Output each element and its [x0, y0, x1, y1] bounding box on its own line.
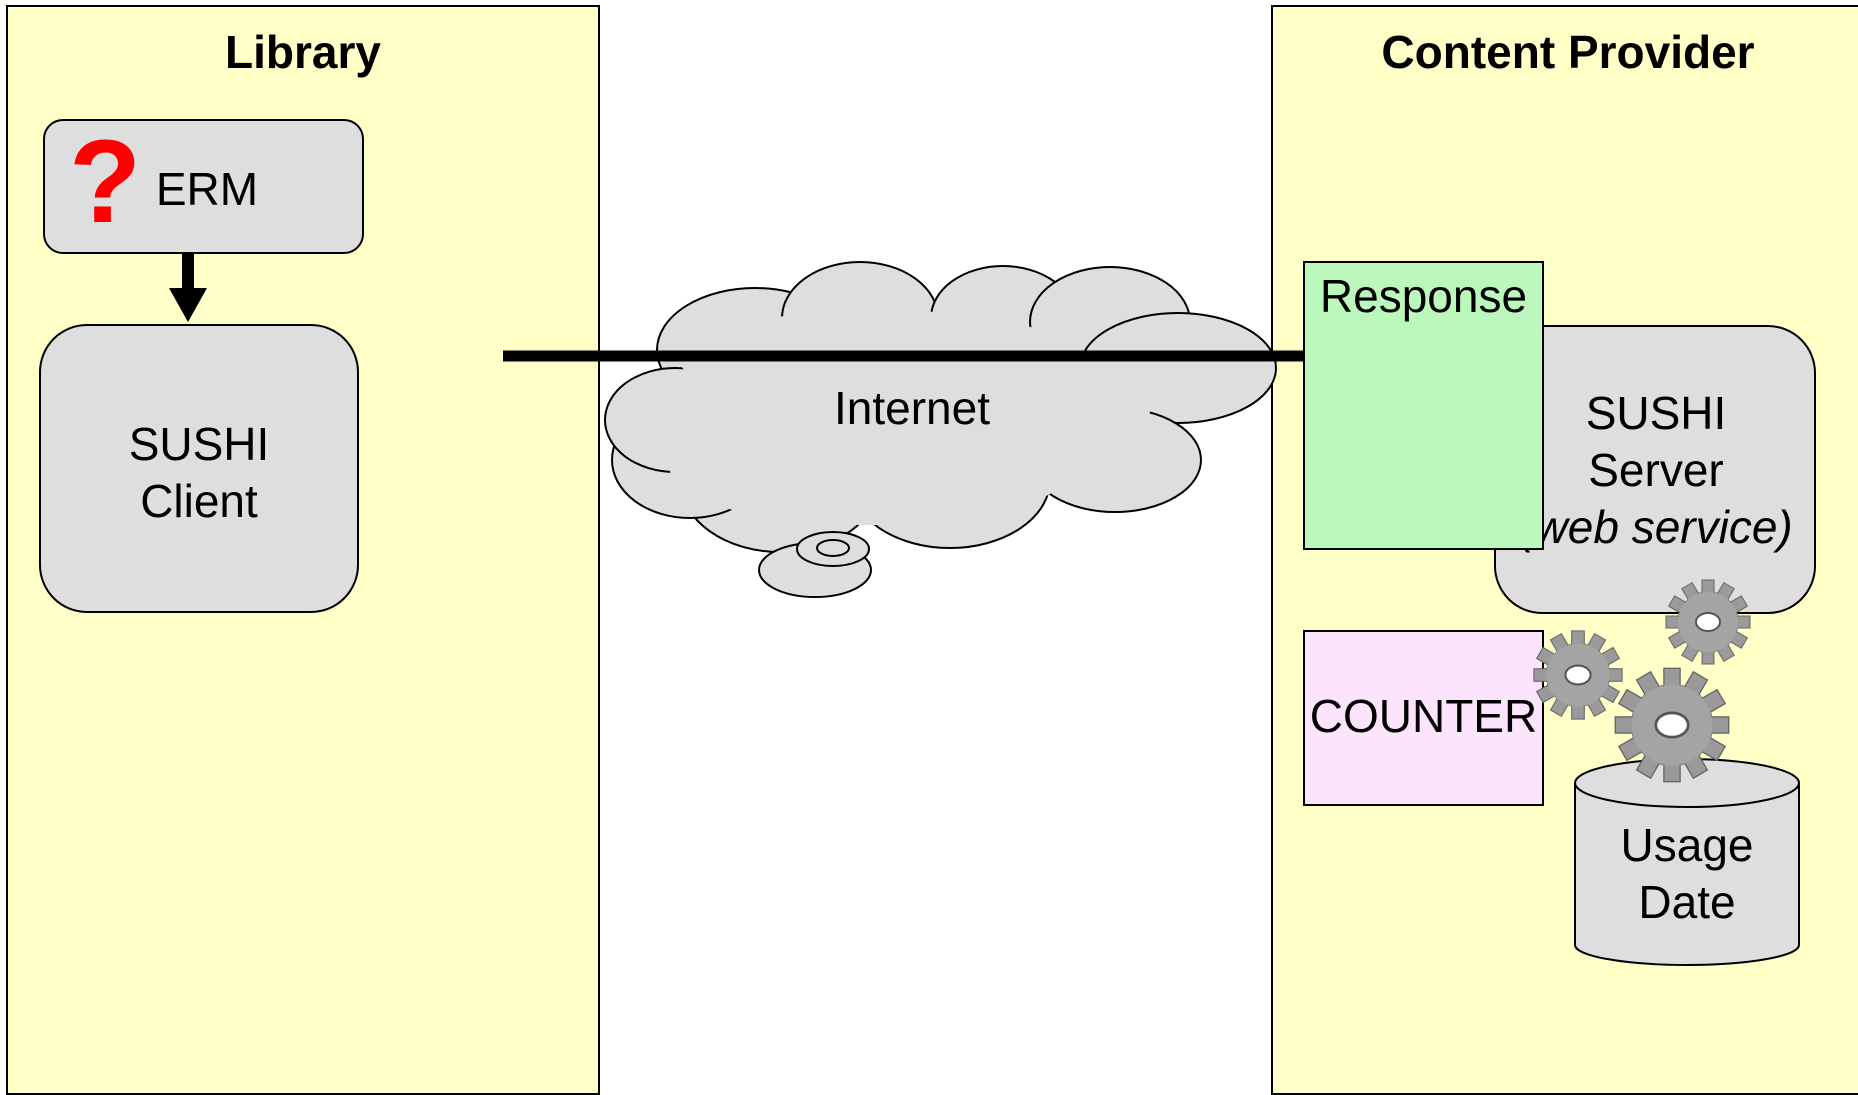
erm-box[interactable]: ? ERM	[43, 119, 364, 254]
cloud-icon	[604, 261, 1277, 598]
sushi-server-label-line1: SUSHI	[1585, 387, 1727, 439]
gear-icon	[1665, 579, 1751, 665]
counter-box[interactable]: COUNTER	[1303, 630, 1544, 806]
sushi-client-label-line2: Client	[140, 475, 258, 527]
sushi-server-box[interactable]: SUSHI Server (web service)	[1494, 325, 1816, 614]
content-provider-title: Content Provider	[1381, 26, 1755, 78]
erm-label: ERM	[155, 163, 259, 215]
sushi-client-box[interactable]: SUSHI Client	[39, 324, 359, 613]
internet-label: Internet	[834, 382, 990, 434]
usage-data-label-line1: Usage	[1620, 819, 1754, 871]
sushi-server-label-line2: Server	[1588, 444, 1724, 496]
counter-label: COUNTER	[1309, 690, 1538, 742]
library-title: Library	[225, 26, 381, 78]
question-mark-icon: ?	[69, 116, 142, 248]
usage-data-label-line2: Date	[1638, 876, 1736, 928]
response-box[interactable]: Response	[1303, 261, 1544, 550]
sushi-client-label-line1: SUSHI	[128, 418, 270, 470]
down-arrow-icon	[169, 254, 207, 322]
gear-icon	[1613, 666, 1731, 784]
gear-icon	[1532, 629, 1624, 721]
sushi-server-label-line3: (web service)	[1519, 501, 1793, 553]
response-label: Response	[1319, 270, 1528, 322]
